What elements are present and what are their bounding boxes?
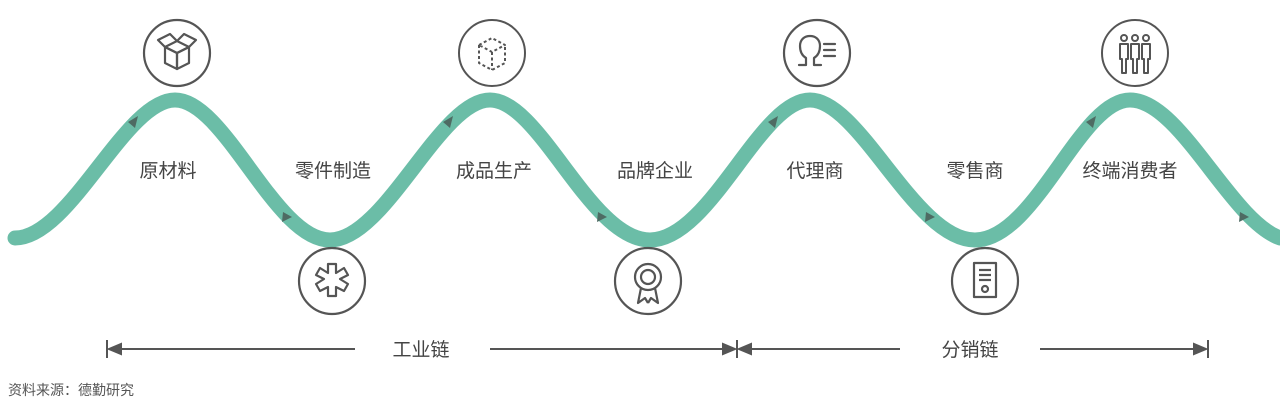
cube-icon [458, 19, 526, 87]
stage-label-parts-manufacturing: 零件制造 [295, 160, 371, 182]
distribution-chain-label: 分销链 [941, 339, 998, 361]
stage-label-finished-goods: 成品生产 [456, 160, 532, 182]
gear-icon [297, 246, 367, 316]
wave-marker [1239, 212, 1249, 222]
stage-label-retailer: 零售商 [946, 160, 1003, 182]
people-icon [1101, 19, 1169, 87]
wave-markers [128, 116, 1249, 222]
industrial-chain-label: 工业链 [392, 339, 449, 361]
distribution-chain-span [736, 340, 1209, 358]
document-icon [950, 246, 1020, 316]
wave-marker [597, 212, 607, 222]
value-chain-wave [7, 92, 1280, 248]
award-icon [613, 246, 683, 316]
industrial-chain-span [106, 340, 738, 358]
wave-marker [1086, 116, 1096, 128]
box-icon [142, 18, 212, 88]
stage-label-raw-materials: 原材料 [139, 160, 196, 182]
wave-marker [282, 212, 292, 222]
source-note: 资料来源：德勤研究 [8, 383, 134, 399]
wave-marker [443, 116, 453, 128]
wave-marker [128, 116, 138, 128]
wave-marker [925, 212, 935, 222]
wave-marker [768, 116, 778, 128]
stage-label-brand-enterprise: 品牌企业 [617, 160, 693, 182]
stage-label-agent: 代理商 [786, 160, 843, 182]
stage-label-end-consumer: 终端消费者 [1082, 160, 1177, 182]
agent-icon [782, 18, 852, 88]
